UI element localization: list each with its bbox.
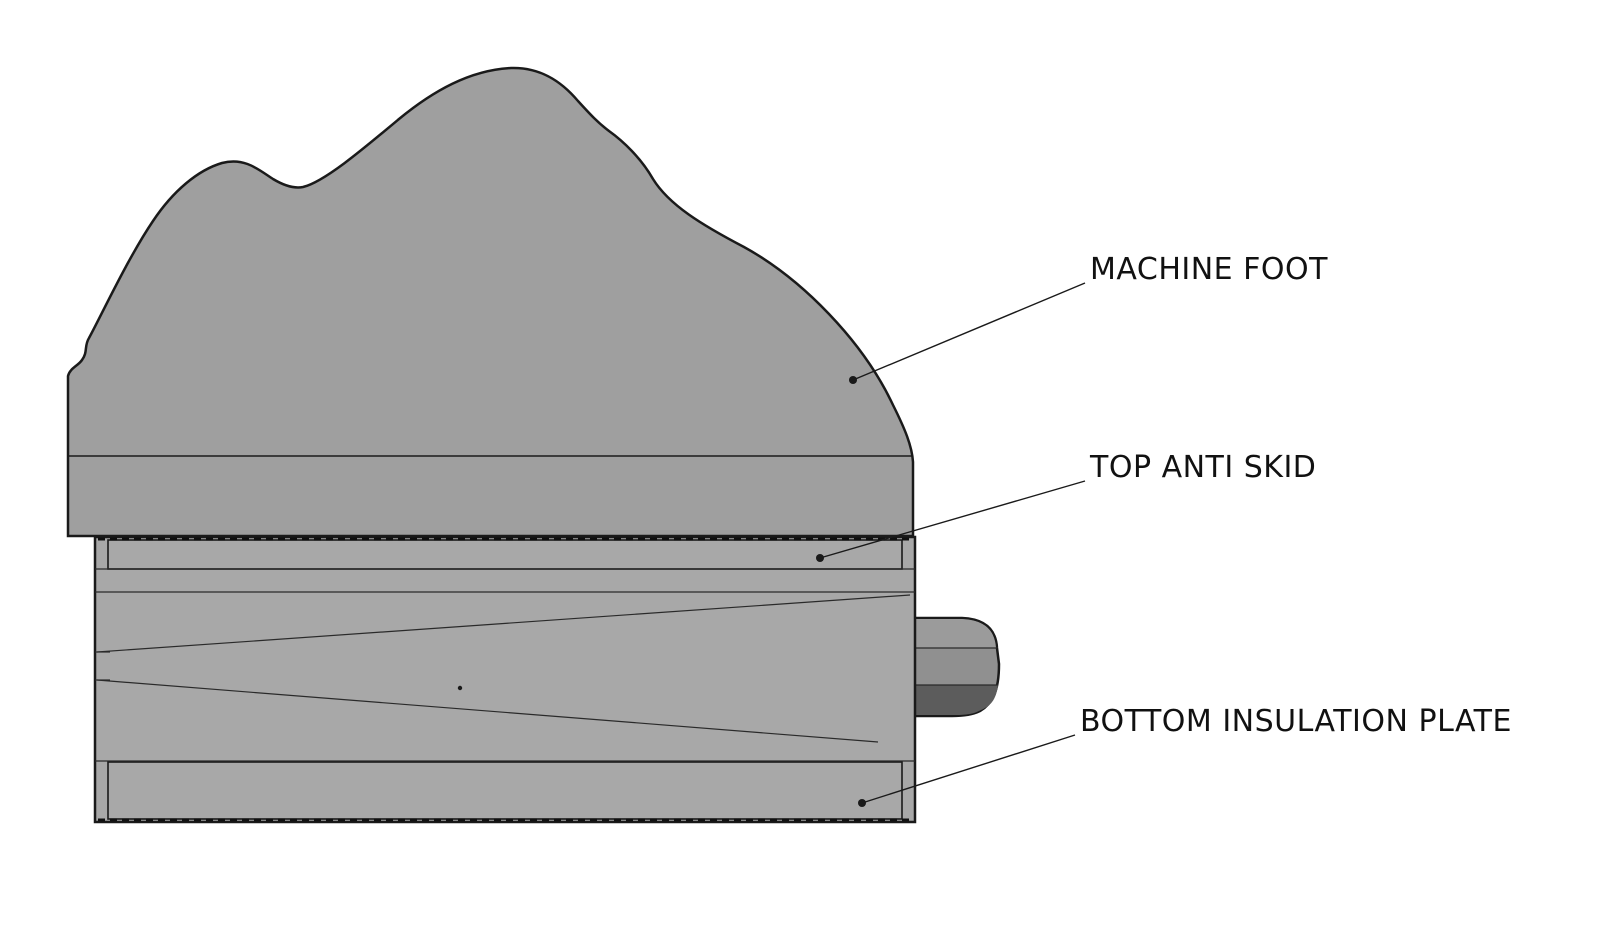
bolt-head-top-facet: [913, 619, 996, 648]
wedge-line-upper: [96, 594, 911, 653]
machine-foot: [66, 66, 915, 538]
leader-dot-top-anti-skid: [816, 554, 824, 562]
label-bottom-insulation-plate: BOTTOM INSULATION PLATE: [1080, 704, 1512, 739]
leader-line-top-anti-skid: [819, 480, 1086, 559]
leader-line-machine-foot: [852, 282, 1086, 381]
isolator-pad: [93, 535, 917, 824]
callout-bottom-insulation-plate: BOTTOM INSULATION PLATE: [858, 704, 1512, 807]
leader-dot-bottom-insulation: [858, 799, 866, 807]
bolt-head-bottom-facet: [913, 685, 998, 715]
callout-top-anti-skid: TOP ANTI SKID: [816, 450, 1316, 562]
leader-line-bottom-insulation: [861, 734, 1076, 804]
label-top-anti-skid: TOP ANTI SKID: [1089, 450, 1316, 485]
wedge-center-dot: [457, 685, 463, 691]
pad-body: [93, 535, 917, 824]
machine-foot-shape: [66, 66, 915, 538]
callout-machine-foot: MACHINE FOOT: [849, 252, 1328, 384]
label-machine-foot: MACHINE FOOT: [1090, 252, 1328, 287]
leveling-bolt: [911, 616, 1001, 718]
leader-dot-machine-foot: [849, 376, 857, 384]
wedge-line-lower: [96, 679, 879, 743]
